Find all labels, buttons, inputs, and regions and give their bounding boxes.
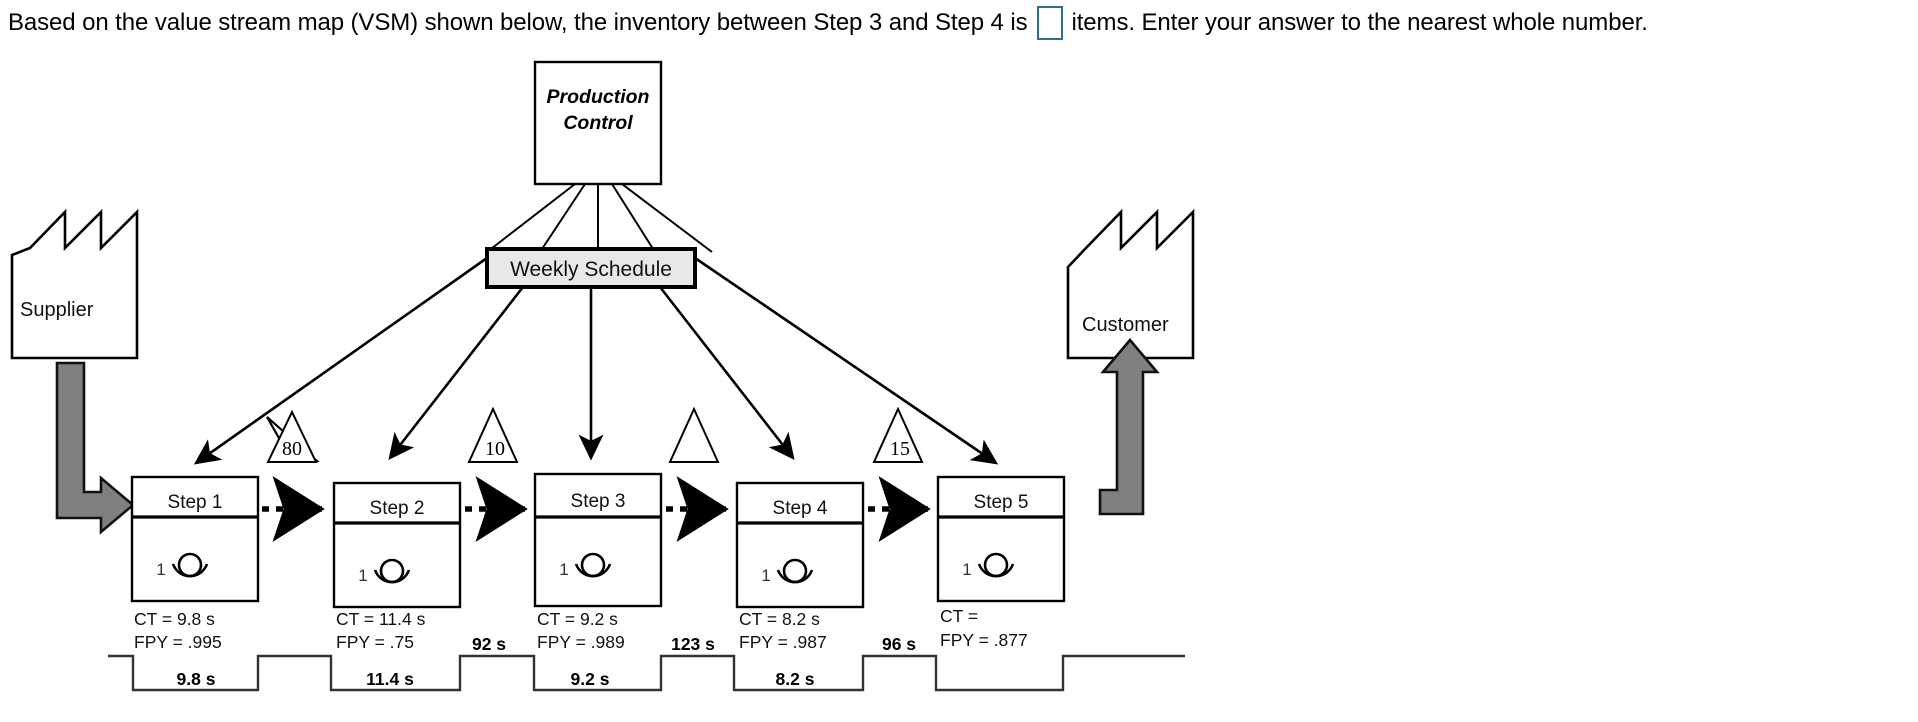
ct-step-3: CT = 9.2 s xyxy=(537,609,618,629)
answer-input[interactable] xyxy=(1036,6,1063,40)
process-title-step-2: Step 2 xyxy=(370,498,425,519)
operator-count-step-5: 1 xyxy=(962,560,971,579)
fpy-step-1: FPY = .995 xyxy=(134,632,222,652)
production-control-box: Production Control xyxy=(533,60,663,186)
operator-count-step-3: 1 xyxy=(559,560,568,579)
process-box-step-2: Step 2 1 CT = 11.4 s FPY = .75 xyxy=(332,481,462,652)
weekly-schedule-box: Weekly Schedule xyxy=(485,247,697,289)
inventory-value-step2-step3: 10 xyxy=(485,438,505,460)
process-box-step-4: Step 4 1 CT = 8.2 s FPY = .987 xyxy=(735,481,865,652)
va-time-4: 8.2 s xyxy=(776,669,815,689)
customer-node: Customer xyxy=(1066,208,1195,360)
ct-step-1: CT = 9.8 s xyxy=(134,609,215,629)
va-time-1: 9.8 s xyxy=(177,669,216,689)
process-box-step-3: Step 3 1 CT = 9.2 s FPY = .989 xyxy=(533,472,663,652)
schedule-arrows xyxy=(193,256,999,465)
question-text-before: Based on the value stream map (VSM) show… xyxy=(8,9,1028,36)
supplier-node: Supplier xyxy=(10,208,139,360)
schedule-arrow-step5 xyxy=(694,256,999,465)
inventory-triangle-step4-step5: 15 xyxy=(872,406,924,463)
inventory-triangle-step3-step4 xyxy=(668,406,720,463)
operator-count-step-2: 1 xyxy=(358,566,367,585)
timeline-lead-time-labels: 92 s 123 s 96 s xyxy=(472,634,916,654)
question-text-after: items. Enter your answer to the nearest … xyxy=(1071,9,1648,36)
operator-icon-step-2 xyxy=(373,558,411,584)
inventory-triangle-step2-step3: 10 xyxy=(467,406,519,463)
schedule-arrow-step1 xyxy=(193,256,488,465)
supplier-label: Supplier xyxy=(20,299,94,321)
operator-icon-step-5 xyxy=(977,552,1015,578)
inventory-triangle-step1-step2: 80 xyxy=(266,409,320,463)
lead-time-3: 96 s xyxy=(882,634,916,654)
ct-step-2: CT = 11.4 s xyxy=(336,609,426,629)
value-stream-map: Production Control Weekly Schedule Suppl… xyxy=(10,60,1195,692)
va-time-2: 11.4 s xyxy=(366,669,414,689)
fpy-step-2: FPY = .75 xyxy=(336,632,414,652)
fpy-step-4: FPY = .987 xyxy=(739,632,827,652)
process-box-step-5: Step 5 1 CT = FPY = .877 xyxy=(936,475,1066,650)
timeline-value-added-labels: 9.8 s 11.4 s 9.2 s 8.2 s xyxy=(177,669,815,689)
production-control-connectors xyxy=(486,183,713,253)
fpy-step-5: FPY = .877 xyxy=(940,630,1028,650)
production-control-line1: Production xyxy=(547,86,650,108)
process-title-step-1: Step 1 xyxy=(168,492,223,513)
customer-label: Customer xyxy=(1082,314,1169,336)
timeline-ladder xyxy=(108,654,1185,692)
lead-time-1: 92 s xyxy=(472,634,506,654)
process-title-step-5: Step 5 xyxy=(974,492,1029,513)
ct-step-4: CT = 8.2 s xyxy=(739,609,820,629)
supplier-material-arrow xyxy=(55,361,136,535)
weekly-schedule-label: Weekly Schedule xyxy=(510,258,672,281)
customer-material-arrow xyxy=(1098,337,1160,516)
process-title-step-3: Step 3 xyxy=(571,491,626,512)
operator-count-step-4: 1 xyxy=(761,566,770,585)
lead-time-2: 123 s xyxy=(671,634,715,654)
fpy-step-3: FPY = .989 xyxy=(537,632,625,652)
operator-icon-step-3 xyxy=(574,552,612,578)
question-prompt: Based on the value stream map (VSM) show… xyxy=(8,6,1908,40)
process-title-step-4: Step 4 xyxy=(773,498,828,519)
process-box-step-1: Step 1 1 CT = 9.8 s FPY = .995 xyxy=(130,475,260,652)
production-control-line2: Control xyxy=(563,112,633,134)
va-time-3: 9.2 s xyxy=(571,669,610,689)
operator-icon-step-1 xyxy=(171,552,209,578)
ct-step-5: CT = xyxy=(940,606,978,626)
schedule-arrow-step2 xyxy=(388,286,525,461)
schedule-arrow-step4 xyxy=(658,286,795,461)
inventory-value-step4-step5: 15 xyxy=(890,438,910,460)
inventory-value-step1-step2: 80 xyxy=(282,438,302,460)
operator-icon-step-4 xyxy=(776,558,814,584)
operator-count-step-1: 1 xyxy=(156,560,165,579)
